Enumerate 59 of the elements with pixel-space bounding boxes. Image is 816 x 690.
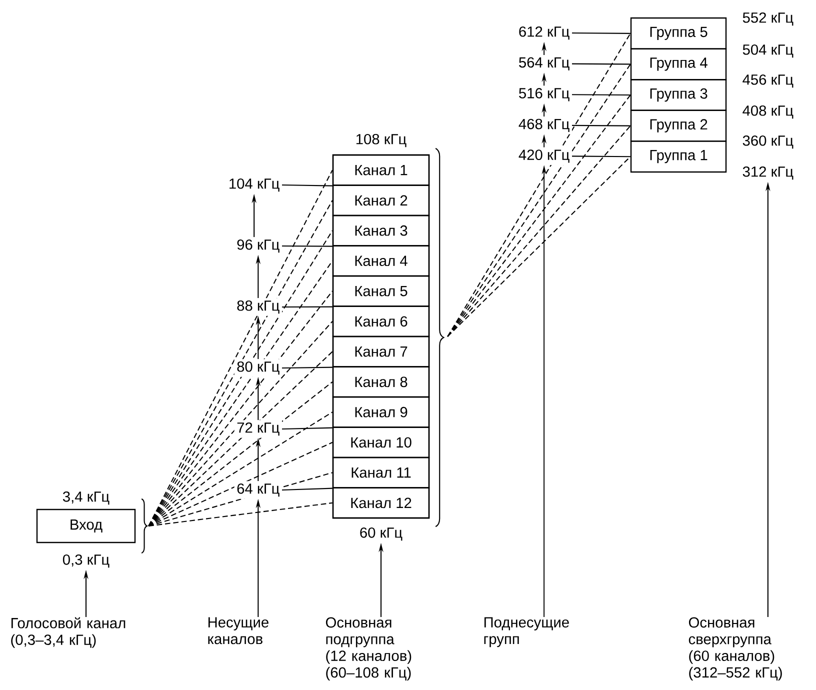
group-box: Группа 2 bbox=[630, 110, 727, 142]
frequency-label: 516 кГц bbox=[519, 88, 570, 102]
frequency-label: 312 кГц bbox=[742, 166, 794, 180]
channel-box: Канал 7 bbox=[332, 336, 430, 368]
connector-line bbox=[282, 427, 332, 430]
connector-line bbox=[572, 63, 630, 65]
input-box: Вход bbox=[36, 508, 136, 544]
connector-line bbox=[282, 488, 332, 491]
frequency-label: 564 кГц bbox=[519, 57, 570, 70]
frequency-label: 456 кГц bbox=[742, 74, 794, 88]
frequency-label: 420 кГц bbox=[518, 150, 570, 163]
channel-box: Канал 2 bbox=[332, 184, 430, 216]
connector-line bbox=[282, 306, 332, 308]
frequency-label: 64 кГц bbox=[237, 483, 280, 497]
frequency-label: 408 кГц bbox=[742, 105, 794, 119]
connector-line bbox=[572, 124, 630, 126]
frequency-label: 96 кГц bbox=[237, 239, 280, 253]
group-box: Группа 4 bbox=[630, 48, 727, 80]
channel-box: Канал 8 bbox=[332, 366, 430, 398]
connector-line bbox=[282, 245, 332, 247]
channel-box: Канал 11 bbox=[332, 456, 430, 488]
frequency-label: 72 кГц bbox=[237, 422, 280, 436]
group-box: Группа 3 bbox=[630, 79, 727, 111]
connector-line bbox=[572, 94, 630, 96]
frequency-label: 360 кГц bbox=[742, 135, 794, 149]
channel-box: Канал 5 bbox=[332, 275, 430, 307]
frequency-label: 108 кГц bbox=[356, 134, 406, 148]
dashed-line bbox=[148, 472, 333, 527]
connector-line bbox=[282, 366, 332, 369]
frequency-label: 552 кГц bbox=[742, 12, 794, 26]
channel-box: Канал 12 bbox=[332, 487, 430, 519]
frequency-label: 3,4 кГц bbox=[62, 491, 110, 505]
connector-line bbox=[572, 156, 630, 158]
channel-box: Канал 10 bbox=[332, 426, 430, 458]
channel-box: Канал 3 bbox=[332, 214, 430, 246]
channel-box: Канал 1 bbox=[332, 154, 430, 186]
group-box: Группа 5 bbox=[630, 17, 727, 50]
caption-text: Основная подгруппа (12 каналов) (60–108 кГц) bbox=[326, 617, 412, 681]
connector-line bbox=[282, 184, 332, 186]
group-box: Группа 1 bbox=[630, 140, 727, 173]
frequency-label: 468 кГц bbox=[518, 118, 570, 132]
frequency-label: 88 кГц bbox=[237, 300, 280, 314]
connector-line bbox=[572, 32, 630, 34]
dashed-line bbox=[148, 502, 332, 527]
frequency-label: 80 кГц bbox=[237, 361, 280, 375]
frequency-label: 612 кГц bbox=[519, 26, 570, 40]
channel-box: Канал 6 bbox=[332, 306, 430, 338]
caption-text: Основная сверхгруппа (60 каналов) (312–552 кГц) bbox=[688, 617, 782, 681]
frequency-label: 104 кГц bbox=[230, 178, 280, 192]
caption-text: Голосовой канал (0,3–3,4 кГц) bbox=[11, 617, 126, 648]
dashed-line bbox=[148, 442, 333, 526]
frequency-label: 0,3 кГц bbox=[62, 554, 110, 568]
dashed-line bbox=[148, 412, 333, 526]
channel-box: Канал 4 bbox=[332, 245, 430, 277]
frequency-label: 60 кГц bbox=[360, 527, 402, 541]
caption-text: Поднесущие групп bbox=[484, 617, 569, 648]
frequency-label: 504 кГц bbox=[742, 44, 794, 58]
caption-text: Несущие каналов bbox=[208, 617, 268, 644]
channel-box: Канал 9 bbox=[332, 396, 430, 428]
